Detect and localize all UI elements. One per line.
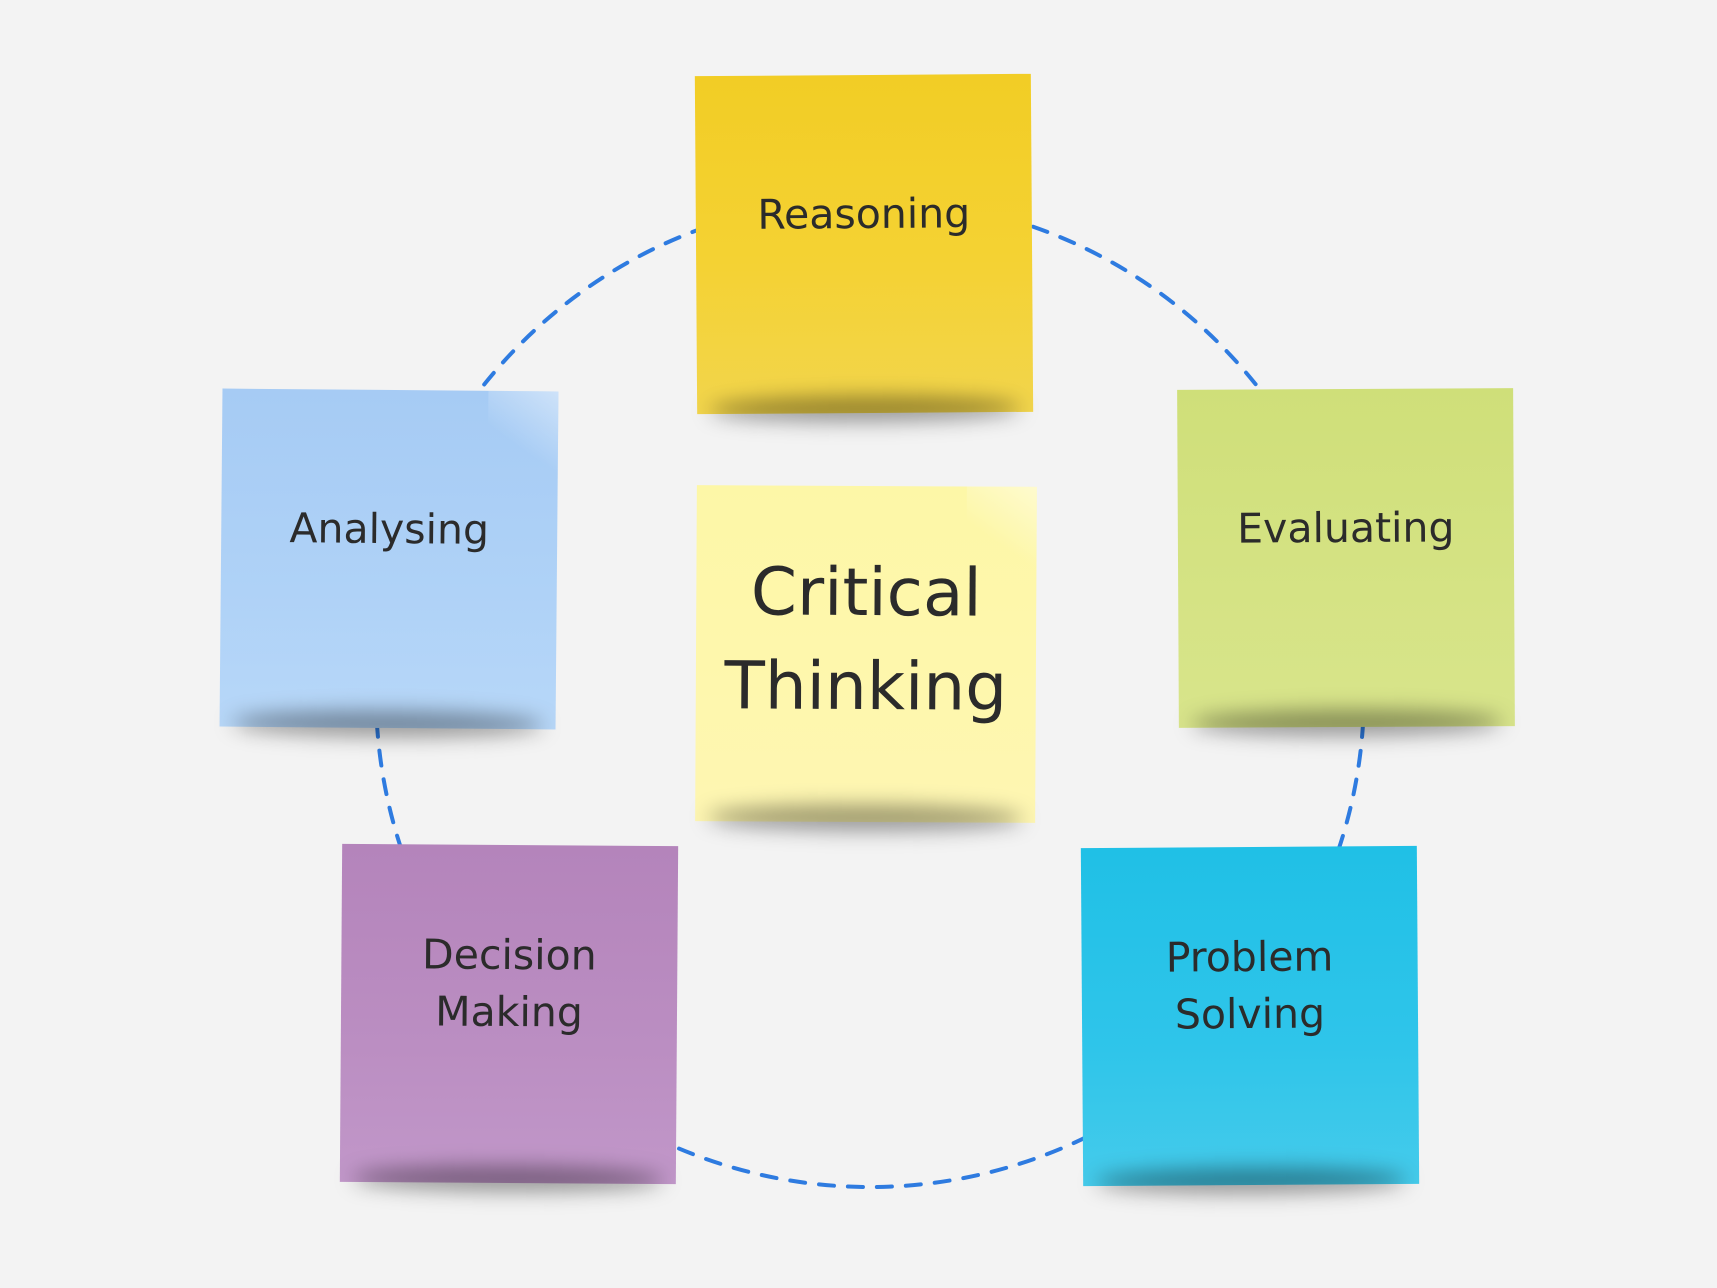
note-label-evaluating: Evaluating (1237, 502, 1455, 553)
sticky-note-analysing[interactable]: Analysing (219, 388, 559, 739)
sticky-note-evaluating[interactable]: Evaluating (1177, 388, 1515, 737)
note-label-analysing: Analysing (289, 503, 490, 554)
note-corner-fold (487, 390, 559, 482)
note-label-reasoning: Reasoning (757, 188, 971, 239)
sticky-note-reasoning[interactable]: Reasoning (694, 73, 1034, 424)
